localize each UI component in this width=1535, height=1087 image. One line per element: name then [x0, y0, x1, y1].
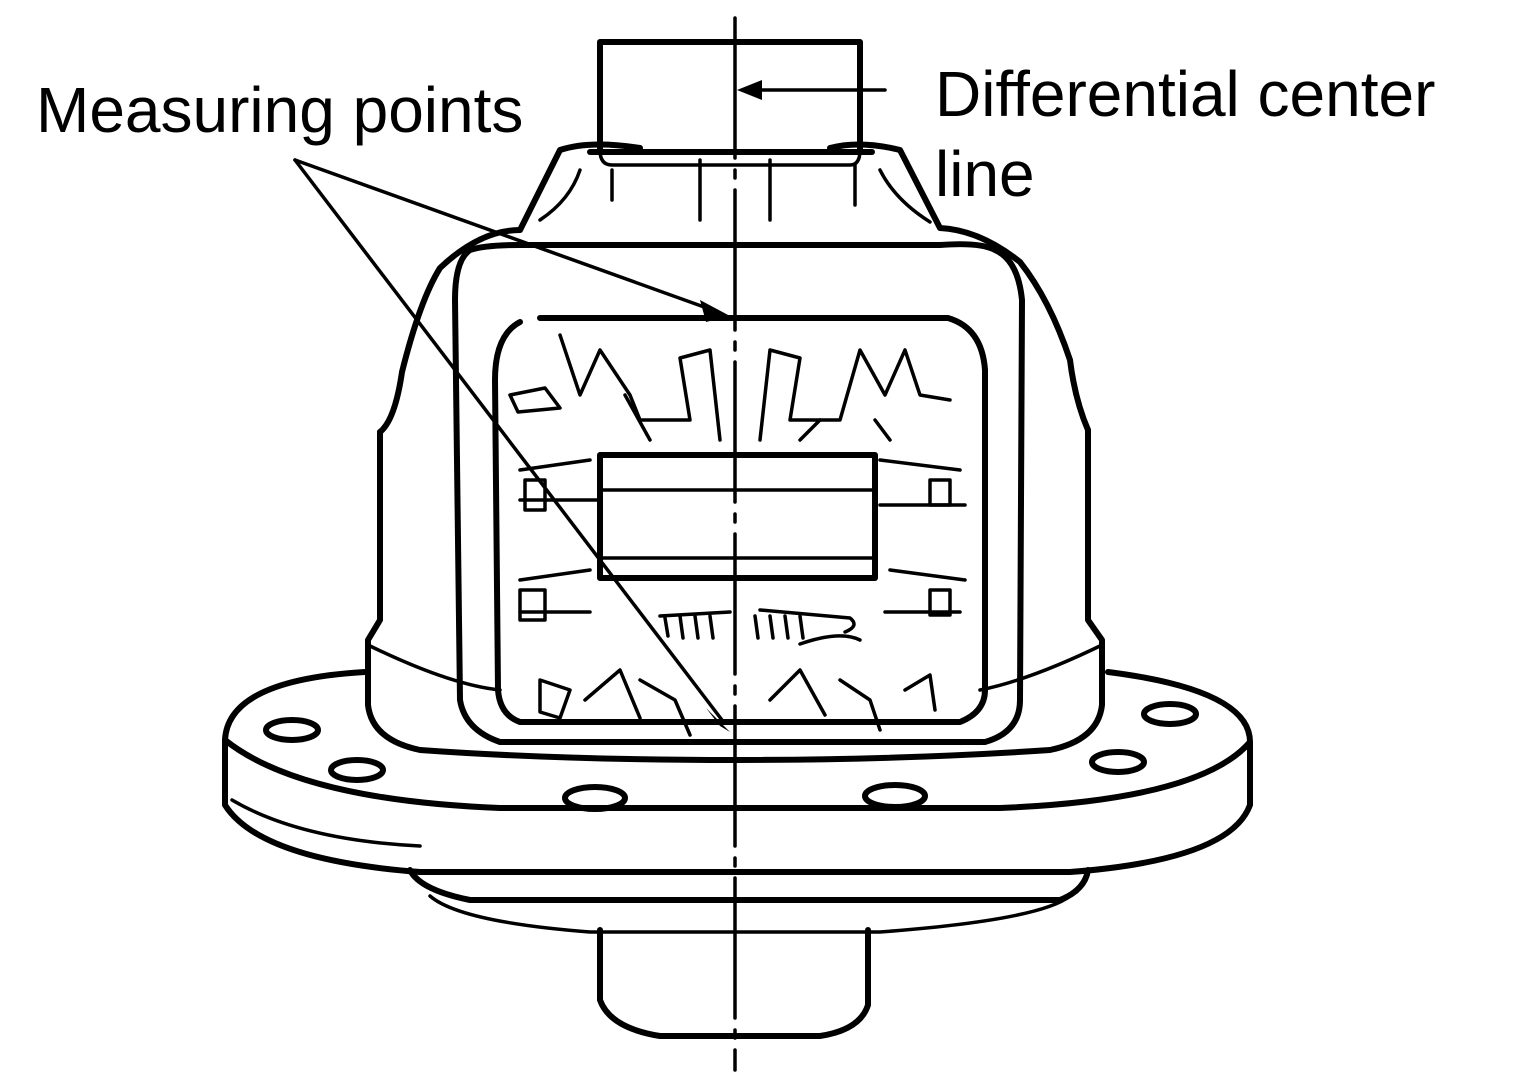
center-line-label: Differential center [935, 58, 1436, 130]
pinion-shaft [597, 452, 878, 581]
center-line-arrow [737, 80, 887, 100]
window-frame [452, 241, 1025, 745]
measuring-points-leaders [293, 158, 730, 732]
case-body [365, 141, 1105, 763]
center-line-label-cont: line [935, 138, 1035, 210]
lower-hub [407, 867, 1091, 1039]
pinion-gears [508, 333, 967, 737]
measuring-points-label: Measuring points [36, 74, 524, 146]
flange [222, 669, 1253, 875]
upper-hub [538, 39, 932, 224]
